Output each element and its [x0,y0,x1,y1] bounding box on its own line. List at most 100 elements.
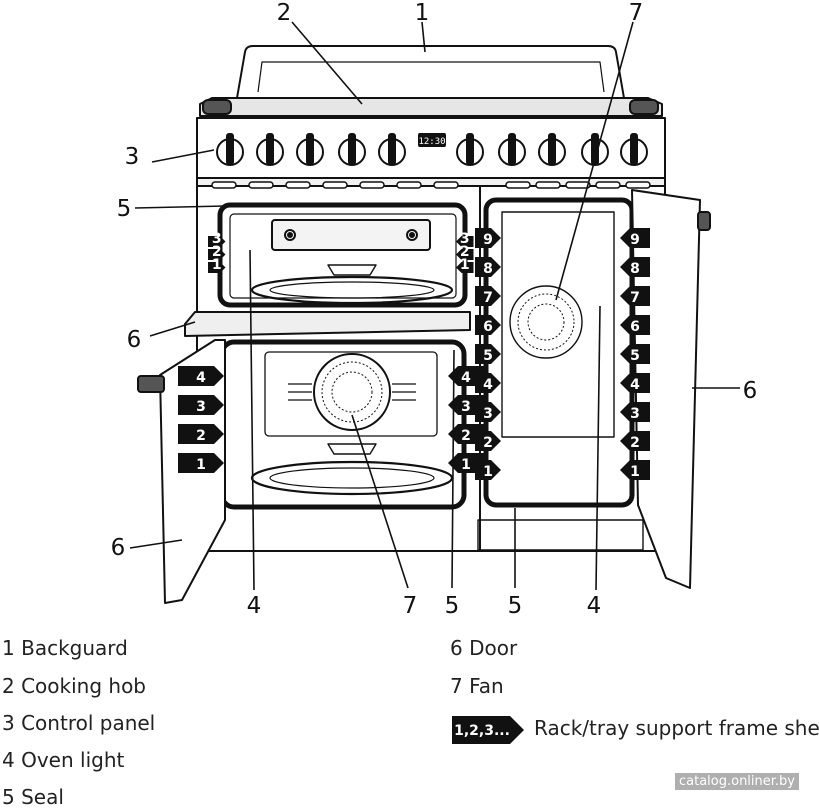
shelf-level-number: 3 [460,231,470,247]
shelf-level-number: 2 [630,435,640,451]
shelf-level-marker: 1 [456,257,474,273]
panel-vent-slot [433,181,459,189]
shelf-level-number: 6 [483,319,493,335]
knob-grip [348,133,356,165]
shelf-level-number: 8 [483,261,493,277]
panel-vent-slot [285,181,311,189]
shelf-level-number: 7 [630,290,640,306]
callout-backguard: 1 [415,0,430,26]
callout-seal-top: 5 [117,196,132,222]
shelf-level-number: 1 [212,257,222,273]
knob-grip [466,133,474,165]
shelf-level-marker: 1 [178,453,224,473]
shelf-level-marker: 3 [178,395,224,415]
shelf-level-marker: 4 [475,373,501,393]
shelf-level-number: 3 [196,399,206,415]
shelf-level-marker: 4 [620,373,650,393]
panel-slots [211,181,651,189]
knob-grip [508,133,516,165]
shelf-level-number: 3 [630,406,640,422]
callout-control-panel: 3 [125,144,140,170]
knob-grip [226,133,234,165]
shelf-level-marker: 1 [475,460,501,480]
panel-vent-slot [396,181,422,189]
shelf-level-number: 2 [461,428,471,444]
shelf-level-marker: 8 [620,257,650,277]
shelf-level-number: 2 [212,244,222,260]
knob-grip [306,133,314,165]
shelf-level-marker: 3 [475,402,501,422]
shelf-level-number: 5 [630,348,640,364]
shelf-level-number: 9 [630,232,640,248]
shelf-level-marker: 1 [620,460,650,480]
shelf-level-marker: 7 [620,286,650,306]
shelf-level-marker: 3 [208,231,226,247]
backguard [236,45,625,99]
shelf-level-number: 1 [630,464,640,480]
shelf-level-marker: 3 [456,231,474,247]
shelf-level-marker: 1 [208,257,226,273]
shelf-level-number: 8 [630,261,640,277]
legend-item-fan: 7 Fan [450,674,504,698]
callout-light-left: 4 [247,593,262,619]
shelf-level-marker: 6 [620,315,650,335]
panel-vent-slot [625,181,651,189]
shelf-level-marker: 3 [620,402,650,422]
shelf-level-marker: 2 [456,244,474,260]
cooking-hob [199,97,663,117]
shelf-level-number: 1 [196,457,206,473]
callout-fan-top: 7 [629,0,644,26]
knob-grip [266,133,274,165]
shelf-level-marker: 5 [475,344,501,364]
legend-item-cooking-hob: 2 Cooking hob [2,674,147,698]
callout-fan-bottom: 7 [403,593,418,619]
shelf-level-number: 1 [483,464,493,480]
callout-seal-right: 5 [508,593,523,619]
panel-vent-slot [211,181,237,189]
panel-vent-slot [595,181,621,189]
shelf-level-number: 3 [212,231,222,247]
legend-badge-description: Rack/tray support frame shelf [534,716,819,740]
shelf-badge: 1,2,3... [452,716,524,744]
shelf-level-number: 9 [483,232,493,248]
knob-grip [388,133,396,165]
panel-vent-slot [322,181,348,189]
callout-cooking-hob: 2 [277,0,292,26]
shelf-level-number: 4 [196,370,206,386]
shelf-badge-text: 1,2,3... [454,723,510,739]
shelf-level-number: 1 [460,257,470,273]
legend-item-seal: 5 Seal [2,785,64,809]
shelf-level-number: 3 [483,406,493,422]
watermark: catalog.onliner.by [674,773,799,790]
panel-vent-slot [535,181,561,189]
shelf-level-marker: 2 [178,424,224,444]
shelf-level-number: 2 [483,435,493,451]
knob-grip [548,133,556,165]
callout-light-right: 4 [587,593,602,619]
callout-seal-mid: 5 [445,593,460,619]
shelf-level-number: 4 [630,377,640,393]
shelf-level-marker: 8 [475,257,501,277]
shelf-level-marker: 5 [620,344,650,364]
shelf-level-number: 1 [461,457,471,473]
shelf-level-number: 3 [461,399,471,415]
legend-item-control-panel: 3 Control panel [2,711,156,735]
shelf-level-marker: 4 [178,366,224,386]
shelf-level-marker: 9 [475,228,501,248]
callout-door-left: 6 [111,535,126,561]
clock-display[interactable] [418,133,446,147]
shelf-level-marker: 2 [208,244,226,260]
callout-door-top: 6 [127,327,142,353]
legend-item-oven-light: 4 Oven light [2,748,125,772]
shelf-level-number: 5 [483,348,493,364]
legend-item-door: 6 Door [450,636,518,660]
panel-vent-slot [248,181,274,189]
clock-display-time: 12:30 [418,137,445,147]
shelf-level-number: 4 [461,370,471,386]
knob-grip [630,133,638,165]
shelf-level-marker: 6 [475,315,501,335]
shelf-level-marker: 7 [475,286,501,306]
shelf-level-number: 2 [460,244,470,260]
